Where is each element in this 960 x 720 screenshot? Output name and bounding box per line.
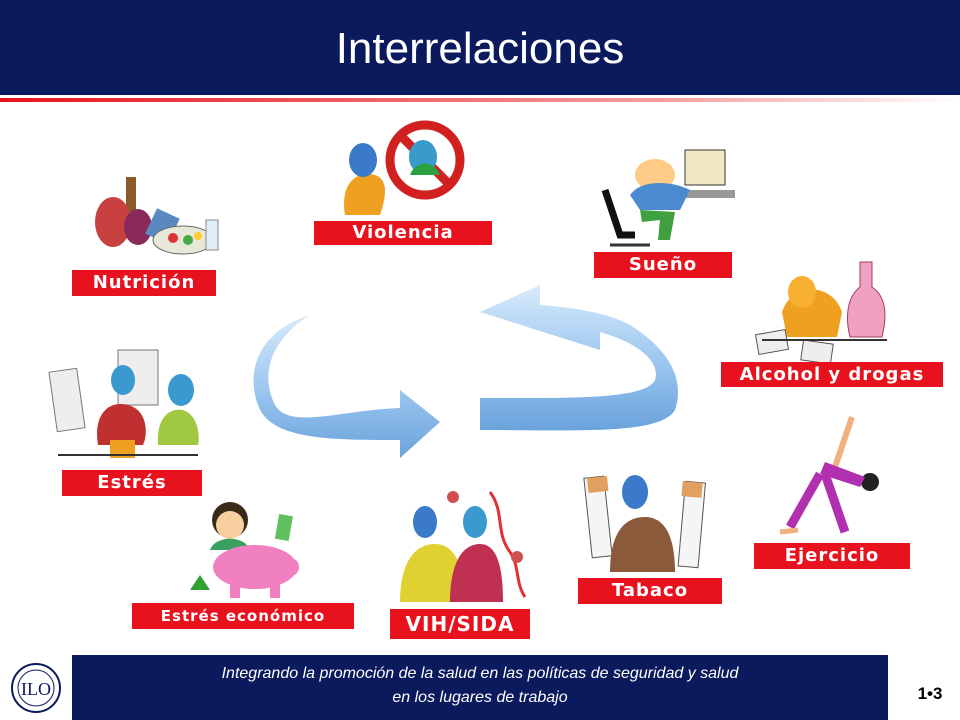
footer-bar: Integrando la promoción de la salud en l…: [72, 655, 888, 720]
sleep-illustration: [601, 149, 735, 247]
cycle-arrows: [253, 285, 678, 458]
arrow-left: [253, 315, 440, 458]
header-bar: [0, 0, 960, 95]
page-number: 1•3: [917, 684, 943, 703]
piggy-bank-illustration: [190, 502, 299, 598]
violence-illustration: [344, 120, 465, 215]
hiv-illustration: [400, 491, 527, 602]
label-vih: VIH/SIDA: [390, 609, 530, 639]
ilo-logo-icon: ILO: [11, 663, 61, 713]
footer-line-2: en los lugares de trabajo: [392, 689, 568, 706]
tobacco-illustration: [583, 475, 706, 572]
header-divider: [0, 98, 960, 102]
food-illustration: [95, 177, 219, 255]
alcohol-illustration: [754, 261, 887, 365]
label-violencia: Violencia: [314, 221, 492, 245]
stress-illustration: [48, 349, 199, 458]
label-ejercicio: Ejercicio: [754, 543, 910, 569]
arrow-right: [480, 285, 678, 431]
footer-line-1: Integrando la promoción de la salud en l…: [221, 665, 739, 682]
exercise-illustration: [779, 416, 879, 535]
page-title: Interrelaciones: [335, 24, 625, 73]
label-sueno: Sueño: [594, 252, 732, 278]
label-estres-economico: Estrés económico: [132, 603, 354, 629]
label-alcohol: Alcohol y drogas: [721, 362, 943, 387]
label-nutricion: Nutrición: [72, 270, 216, 296]
logo-text: ILO: [21, 679, 51, 699]
label-tabaco: Tabaco: [578, 578, 722, 604]
label-estres: Estrés: [62, 470, 202, 496]
